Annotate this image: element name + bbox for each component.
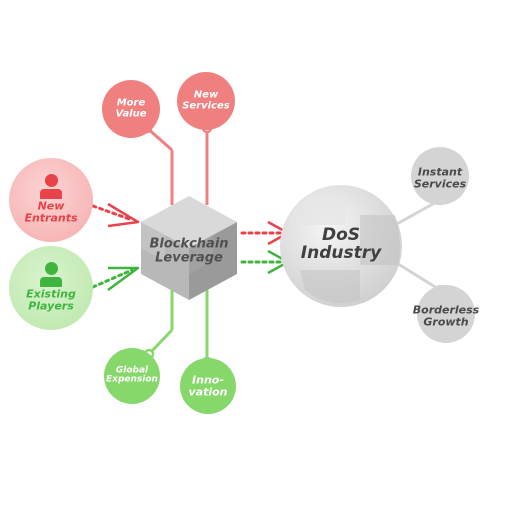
connector-more-value [141,122,174,205]
hub-cube [141,196,237,300]
user-icon [40,262,62,287]
node-existing-players-circle [9,246,93,330]
user-icon [40,174,62,199]
node-instant-services-circle [411,147,469,205]
target-circle [280,185,402,307]
node-new-services-circle [177,72,235,130]
node-new-entrants-circle [9,158,93,242]
connector-global-expension [143,290,174,360]
node-more-value-circle [102,80,160,138]
node-borderless-growth-circle [417,285,475,343]
node-innovation-label: Inno-vation [188,373,228,398]
arrow-existing-players [91,266,140,292]
connector-new-services [201,122,213,205]
node-global-expension-circle [104,348,160,404]
arrow-new-entrants [91,202,140,228]
node-innovation-circle [180,358,236,414]
connector-innovation [201,290,213,368]
